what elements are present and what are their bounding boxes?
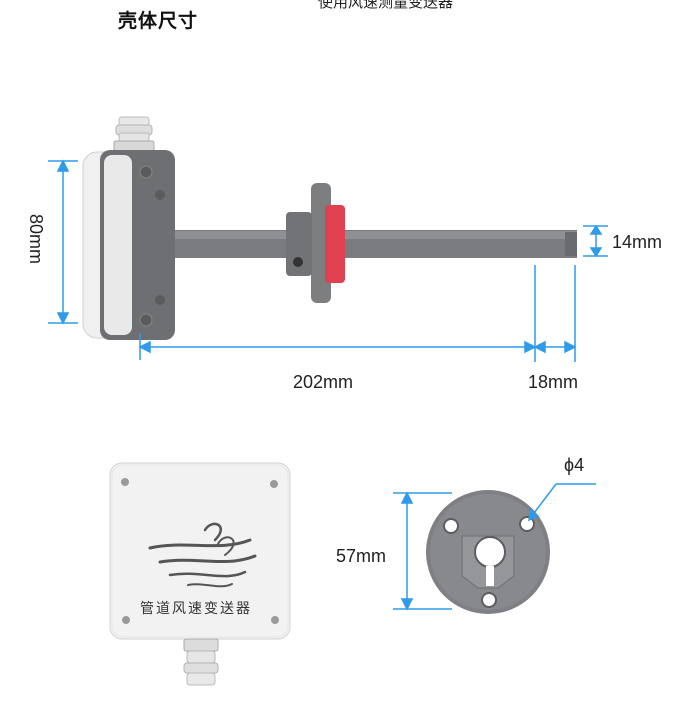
wind-logo-icon xyxy=(148,522,257,588)
flange-front xyxy=(426,490,550,614)
housing-side xyxy=(82,150,175,340)
dim-label-18mm: 18mm xyxy=(528,372,579,392)
dim-202-lines xyxy=(138,265,537,362)
dim-label-57mm: 57mm xyxy=(336,546,387,566)
dim-57-lines xyxy=(393,491,452,611)
page-title: 壳体尺寸 xyxy=(118,10,199,32)
box-front xyxy=(109,462,291,640)
dim-label-hole: ϕ4 xyxy=(564,455,585,475)
dim-80-lines xyxy=(48,159,78,325)
cable-gland-top xyxy=(113,116,155,154)
dim-18-lines xyxy=(533,265,577,362)
dim-hole-leader xyxy=(527,483,596,522)
cropped-heading-text: 使用风速测量变送器 xyxy=(318,0,454,11)
box-product-label: 管道风速变送器 xyxy=(140,601,252,617)
dim-label-80mm: 80mm xyxy=(26,214,46,265)
mounting-flange xyxy=(286,183,345,303)
cable-gland-bottom xyxy=(183,638,219,686)
probe-rod xyxy=(175,230,577,258)
dim-label-202mm: 202mm xyxy=(293,372,354,392)
dim-14-lines xyxy=(583,224,608,258)
dim-label-14mm: 14mm xyxy=(612,232,663,252)
